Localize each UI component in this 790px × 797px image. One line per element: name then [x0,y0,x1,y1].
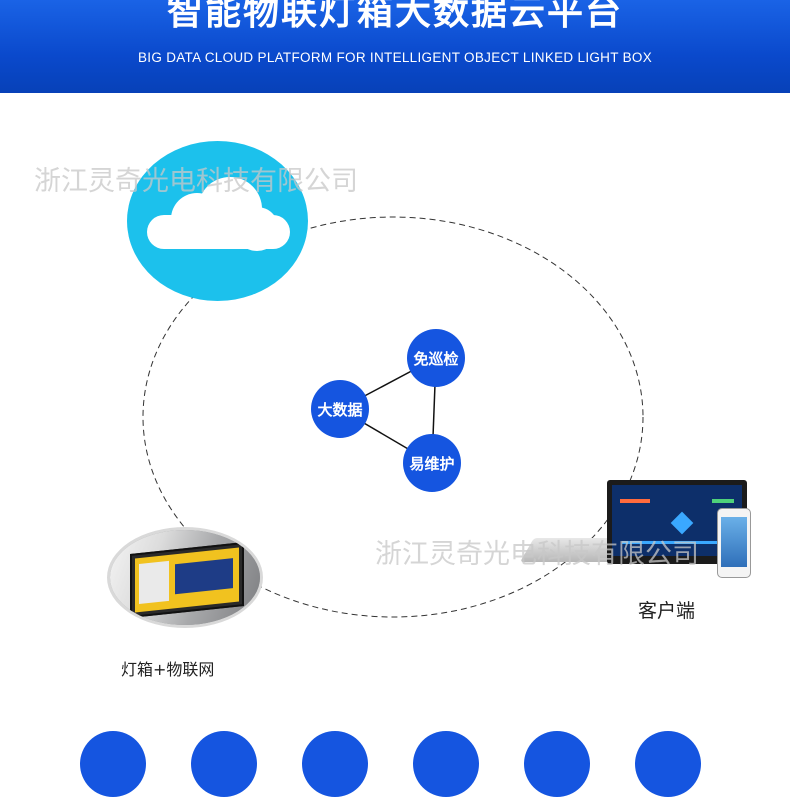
node-easy-maintenance: 易维护 [403,434,461,492]
page-title: 智能物联灯箱大数据云平台 [166,0,623,33]
watermark-top: 浙江灵奇光电科技有限公司 [34,166,358,197]
devices-image [520,478,767,578]
feature-icon-1 [80,731,146,797]
client-label: 客户端 [638,600,696,622]
feature-icon-2 [191,731,257,797]
cloud-icon [147,177,290,251]
node-patrol-free: 免巡检 [407,329,465,387]
feature-icon-6 [635,731,701,797]
orbit-diagram [142,216,644,618]
feature-icon-4 [413,731,479,797]
page-subtitle: BIG DATA CLOUD PLATFORM FOR INTELLIGENT … [138,50,652,65]
feature-icon-3 [302,731,368,797]
node-big-data: 大数据 [311,380,369,438]
cloud-badge [127,141,308,301]
feature-icon-5 [524,731,590,797]
orbit-ring [142,216,644,618]
phone [717,508,751,578]
header-banner: 智能物联灯箱大数据云平台 BIG DATA CLOUD PLATFORM FOR… [0,0,790,93]
lightbox-label: 灯箱+物联网 [121,660,215,679]
lightbox-photo [107,527,263,628]
watermark-bottom: 浙江灵奇光电科技有限公司 [375,539,699,570]
